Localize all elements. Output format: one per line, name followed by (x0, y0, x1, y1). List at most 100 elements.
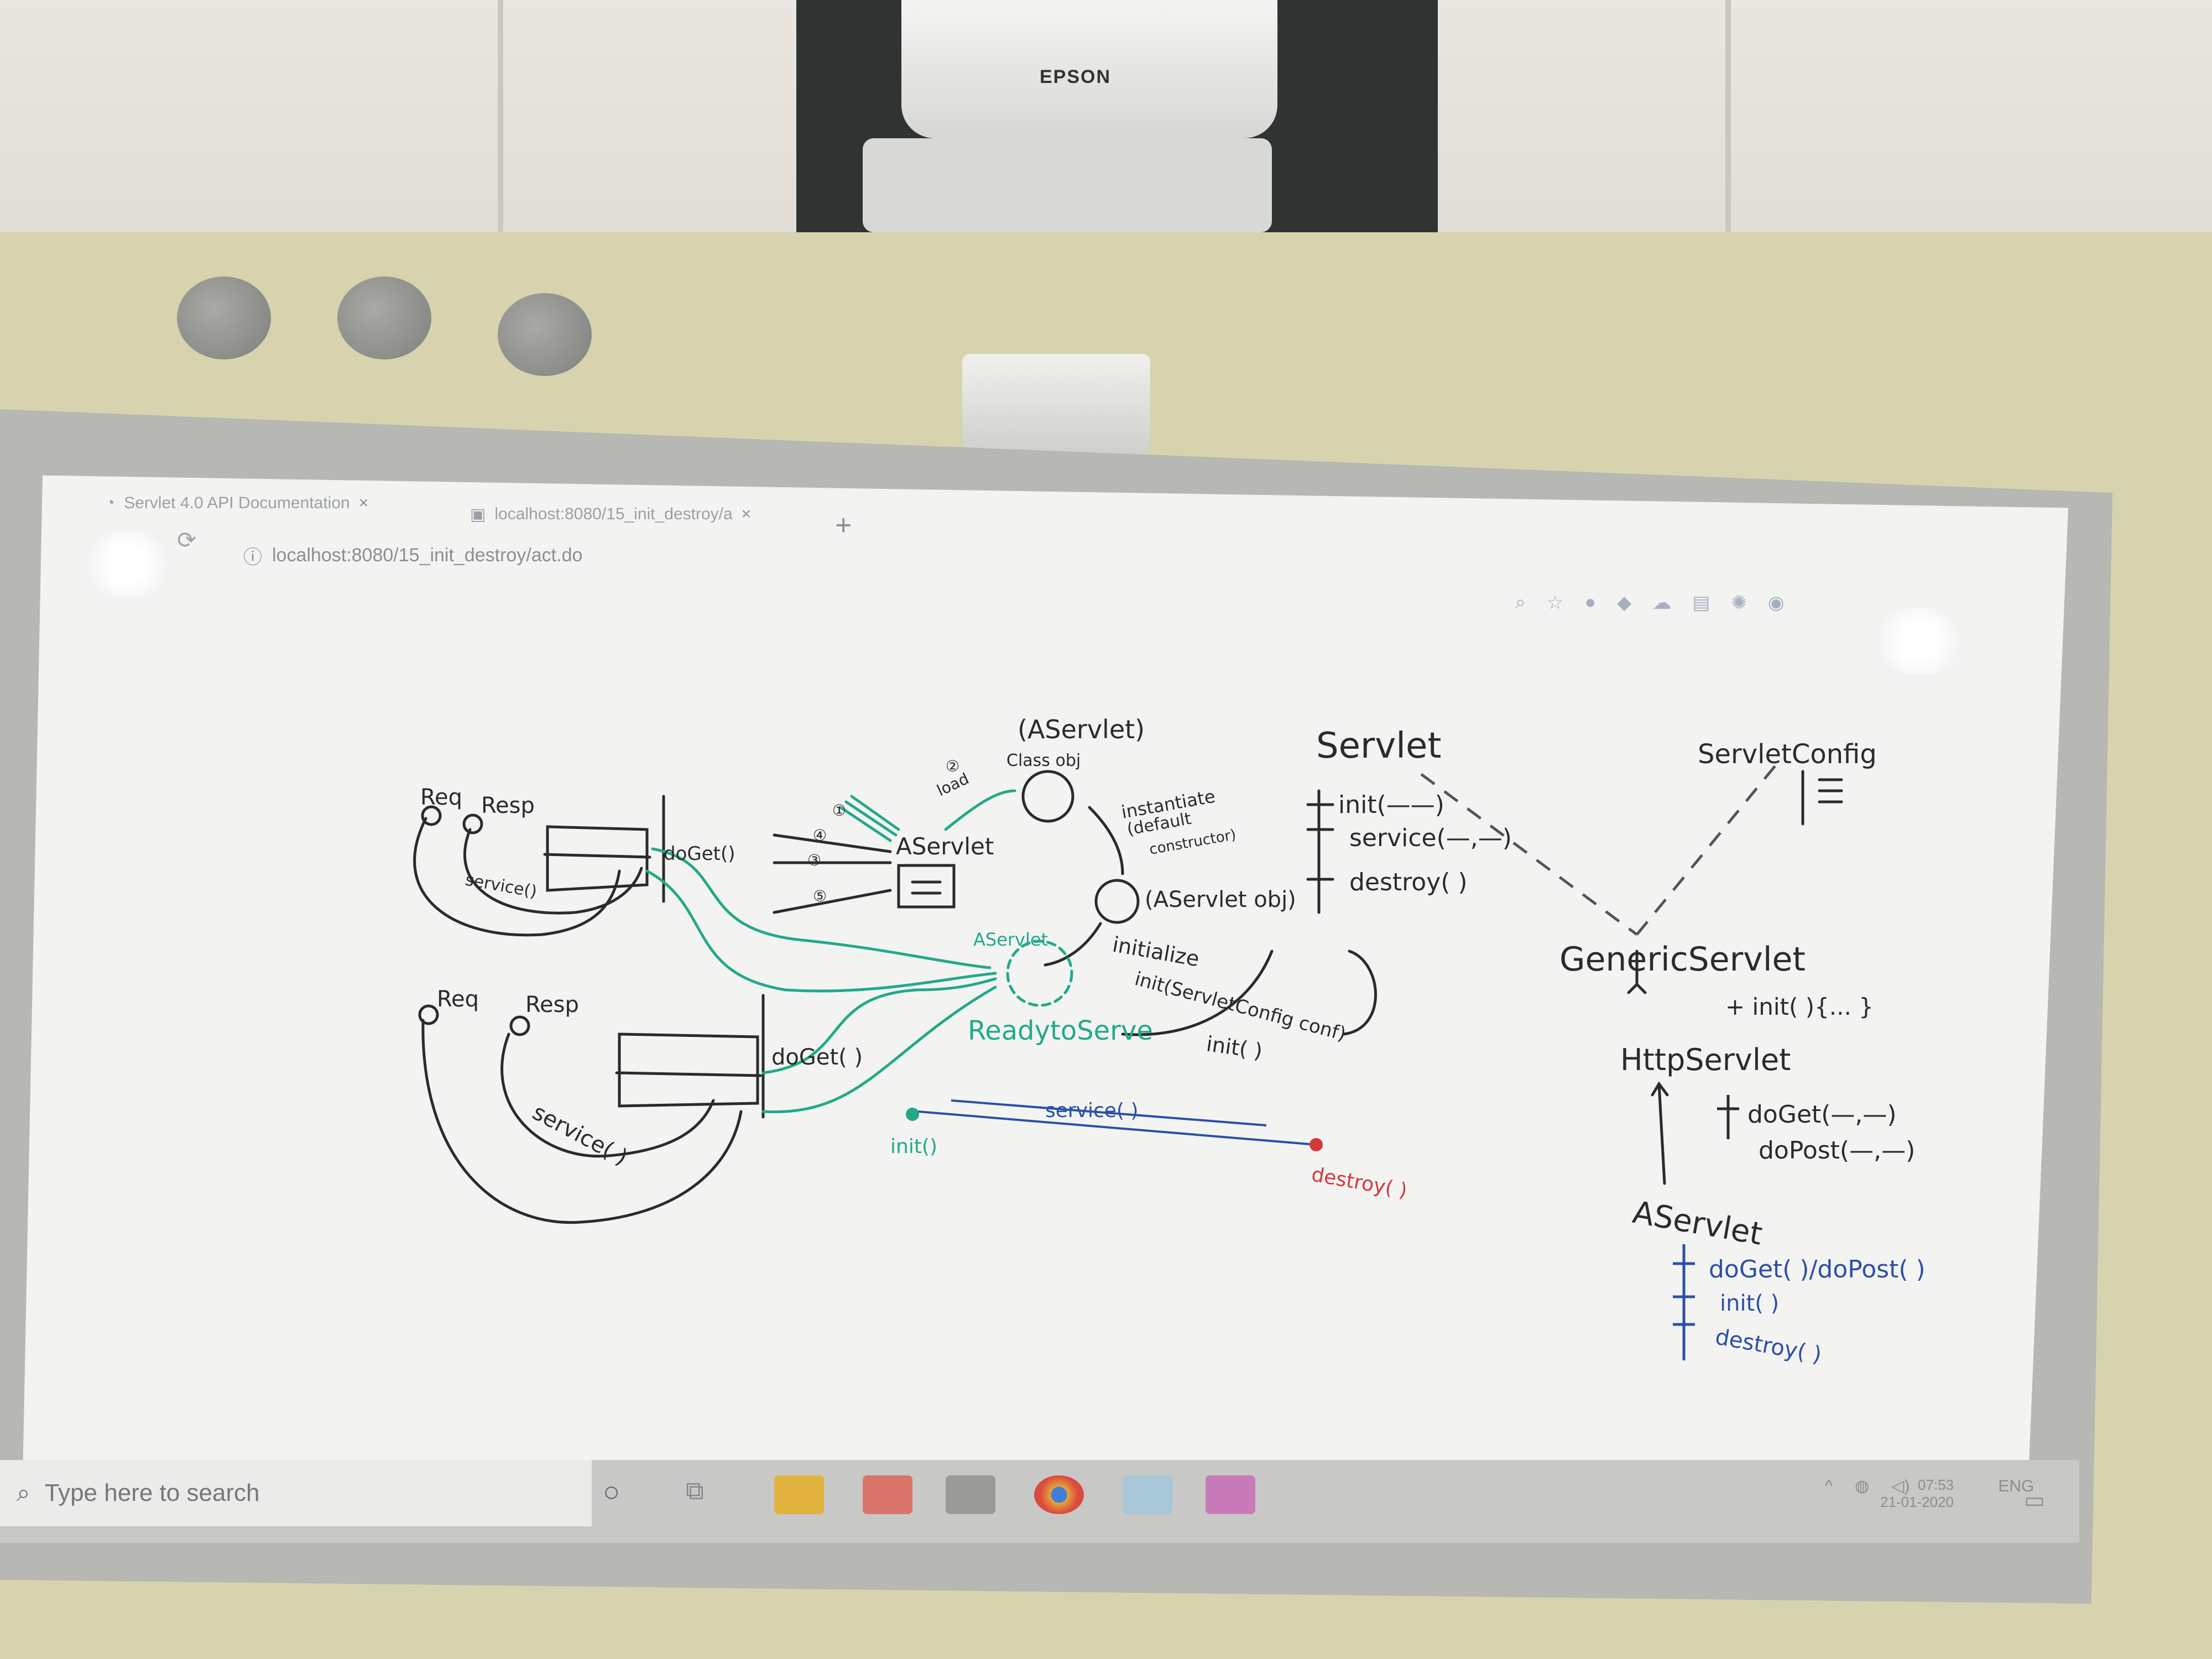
aservlet-class-box (897, 864, 956, 909)
extension-icon[interactable]: ▤ (1692, 592, 1710, 613)
ceiling-speaker (337, 276, 431, 359)
tab-title: localhost:8080/15_init_destroy/a (494, 505, 733, 523)
page-icon: ▣ (470, 505, 486, 524)
marker-3: ③ (807, 851, 821, 869)
flow-arrow-green (761, 985, 997, 1114)
servlet-box-top (546, 825, 649, 892)
req-circle (418, 1004, 439, 1025)
http-method-ticks (1717, 1095, 1739, 1139)
reload-icon[interactable]: ⟳ (177, 527, 197, 553)
browser-tab[interactable]: ◔ Servlet 4.0 API Documentation × (105, 487, 459, 520)
extension-icon[interactable]: ◆ (1617, 592, 1632, 613)
url-text: localhost:8080/15_init_destroy/act.do (272, 545, 583, 566)
resp-label: Resp (481, 793, 535, 818)
req-label: Req (420, 785, 462, 810)
pen-icon[interactable] (1206, 1475, 1255, 1514)
marker-1: ① (832, 801, 846, 820)
class-object-circle (1021, 770, 1074, 823)
taskbar-clock[interactable]: 07:53 21-01-2020 (1880, 1477, 1954, 1511)
resp-circle (462, 813, 483, 834)
servlet-ticks (1306, 803, 1334, 881)
generic-init: + init( ){... } (1725, 993, 1874, 1020)
file-explorer-icon[interactable] (774, 1475, 824, 1514)
whiteboard (22, 475, 2068, 1505)
network-icon[interactable]: ◍ (1855, 1477, 1870, 1495)
req-circle (421, 805, 442, 826)
ready-to-serve-circle (1006, 940, 1073, 1007)
tab-title: Servlet 4.0 API Documentation (124, 494, 350, 512)
req-label: Req (437, 987, 479, 1012)
aservlet-label: AServlet (896, 833, 994, 860)
ceiling-seam (1725, 0, 1731, 310)
response-arrow (463, 828, 643, 915)
system-tray: ^ ◍ ◁) ENG (1825, 1477, 2034, 1496)
ceiling-speaker (177, 276, 271, 359)
search-icon: ⌕ (17, 1479, 30, 1506)
projector-mount (863, 138, 1272, 232)
initialize-label: initialize (1110, 932, 1201, 972)
extension-icon[interactable]: ● (1584, 592, 1597, 613)
chrome-icon[interactable] (1034, 1475, 1084, 1514)
http-servlet-heading: HttpServlet (1620, 1042, 1791, 1077)
ceiling-seam (498, 0, 503, 310)
servlet-config-heading: ServletConfig (1698, 739, 1877, 770)
close-tab-icon[interactable]: × (358, 494, 369, 512)
flow-arrow-green (651, 847, 992, 969)
ceiling-speaker (498, 293, 592, 376)
box-divider (615, 1071, 762, 1077)
profile-icon[interactable]: ◉ (1767, 592, 1785, 613)
inherit-arrow (1627, 950, 1647, 994)
implements-config-line (1636, 765, 1776, 936)
volume-icon[interactable]: ◁) (1891, 1477, 1910, 1495)
config-methods (1801, 770, 1843, 826)
servlet-service: service(—,—) (1349, 824, 1512, 852)
destroy-dot (1310, 1138, 1323, 1151)
search-placeholder: Type here to search (44, 1479, 260, 1506)
zoom-icon[interactable]: ⌕ (1515, 592, 1526, 613)
marker-4: ④ (813, 826, 827, 844)
aservlet-method-ticks (1673, 1244, 1695, 1360)
timeline-line (917, 1110, 1317, 1146)
projector (901, 0, 1277, 138)
extension-icon[interactable]: ☁ (1652, 592, 1672, 613)
request-arrow (413, 817, 621, 937)
notification-icon[interactable]: ▭ (2024, 1488, 2045, 1512)
chevron-up-icon[interactable]: ^ (1825, 1477, 1833, 1495)
ready-aservlet-label: AServlet (973, 929, 1048, 950)
ready-to-serve-label: ReadytoServe (968, 1015, 1153, 1046)
implements-servlet-line (1420, 773, 1638, 936)
projector-brand: EPSON (1040, 66, 1112, 87)
cortana-icon[interactable]: ○ (603, 1476, 620, 1508)
instantiate-arrow (1088, 806, 1124, 875)
marker-5: ⑤ (813, 887, 827, 905)
doget-label: doGet() (664, 843, 735, 865)
new-tab-button[interactable]: + (835, 509, 852, 541)
servlet-heading: Servlet (1316, 726, 1441, 766)
info-icon: ⓘ (243, 547, 262, 568)
star-icon[interactable]: ☆ (1547, 592, 1564, 613)
notepad-icon[interactable] (1123, 1475, 1172, 1514)
bracket (1342, 950, 1377, 1036)
window-icon[interactable] (946, 1475, 995, 1514)
flow-arrow-green (761, 977, 997, 1074)
browser-tab-active[interactable]: ▣ localhost:8080/15_init_destroy/a × (470, 498, 824, 531)
http-doget: doGet(—,—) (1747, 1100, 1897, 1129)
light-glare (1869, 608, 1969, 675)
class-box-lines (911, 880, 942, 895)
resp-circle (509, 1015, 530, 1036)
response-arrow (500, 1032, 715, 1158)
servlet-object-circle (1094, 879, 1140, 924)
init-dot (906, 1108, 919, 1121)
task-view-icon[interactable]: ⧉ (686, 1476, 704, 1505)
settings-icon[interactable]: ✺ (1731, 592, 1747, 613)
servlet-box-bottom (618, 1032, 759, 1108)
address-bar[interactable]: ⓘ localhost:8080/15_init_destroy/act.do (243, 542, 582, 569)
marker-2: ② (946, 757, 959, 775)
taskbar-search[interactable]: ⌕ Type here to search (0, 1460, 592, 1526)
destroy-lifecycle-label: destroy( ) (1310, 1163, 1408, 1202)
paint-icon[interactable] (863, 1475, 912, 1514)
close-tab-icon[interactable]: × (741, 505, 752, 523)
language-indicator[interactable]: ENG (1998, 1477, 2034, 1495)
request-arrow (421, 1019, 743, 1224)
aservlet-doget-dopost: doGet( )/doPost( ) (1709, 1255, 1926, 1284)
